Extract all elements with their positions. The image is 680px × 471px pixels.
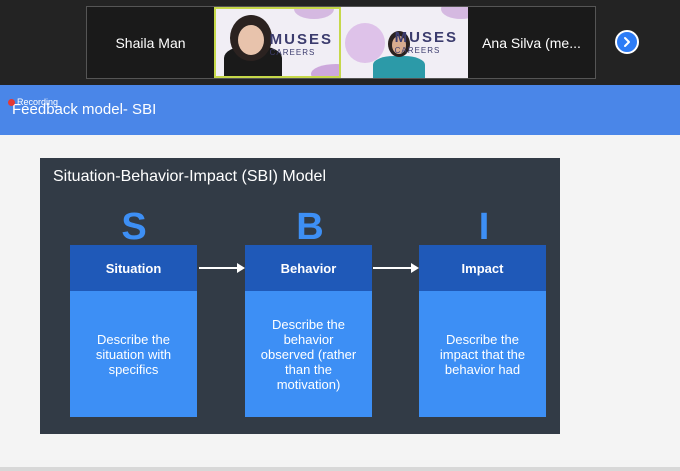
participant-video-tile[interactable]: MUSES CAREERS bbox=[214, 7, 341, 78]
chevron-right-icon bbox=[624, 37, 630, 47]
participant-strip: Shaila Man MUSES CAREERS MUSES CAREERS bbox=[0, 0, 680, 85]
shared-slide: Feedback model- SBI Recording Situation-… bbox=[0, 85, 680, 471]
arrow-right-icon bbox=[199, 263, 245, 273]
recording-dot-icon bbox=[8, 98, 15, 106]
column-description: Describe the behavior observed (rather t… bbox=[245, 291, 372, 417]
slide-header: Feedback model- SBI Recording bbox=[0, 85, 680, 135]
participant-name: Shaila Man bbox=[115, 34, 186, 51]
next-participants-button[interactable] bbox=[615, 30, 639, 54]
letter-b: B bbox=[296, 206, 324, 248]
background-shape bbox=[345, 23, 385, 63]
behavior-column: Behavior Describe the behavior observed … bbox=[245, 245, 372, 417]
background-shape bbox=[294, 9, 334, 19]
background-shape bbox=[311, 64, 339, 76]
background-shape bbox=[441, 7, 468, 19]
participant-tiles: Shaila Man MUSES CAREERS MUSES CAREERS bbox=[86, 6, 596, 79]
participant-body bbox=[373, 56, 425, 78]
participant-tile-shaila[interactable]: Shaila Man bbox=[87, 7, 214, 78]
sbi-model-panel: Situation-Behavior-Impact (SBI) Model S … bbox=[40, 158, 560, 434]
participant-name: Ana Silva (me... bbox=[482, 34, 581, 51]
participant-face bbox=[238, 25, 264, 55]
impact-column: Impact Describe the impact that the beha… bbox=[419, 245, 546, 417]
recording-indicator: Recording bbox=[8, 97, 58, 107]
column-heading: Impact bbox=[419, 245, 546, 291]
column-description: Describe the impact that the behavior ha… bbox=[419, 291, 546, 417]
participant-tile-ana[interactable]: Ana Silva (me... bbox=[468, 7, 595, 78]
slide-bottom-bar bbox=[0, 467, 680, 471]
recording-label: Recording bbox=[17, 97, 59, 107]
slide-title: Feedback model- SBI bbox=[12, 101, 157, 118]
column-heading: Situation bbox=[70, 245, 197, 291]
brand-logo: MUSES CAREERS bbox=[269, 31, 333, 57]
column-description: Describe the situation with specifics bbox=[70, 291, 197, 417]
letter-i: I bbox=[478, 206, 490, 248]
arrow-right-icon bbox=[373, 263, 419, 273]
letter-s: S bbox=[121, 206, 147, 248]
participant-video-tile[interactable]: MUSES CAREERS bbox=[341, 7, 468, 78]
participant-face bbox=[392, 36, 406, 54]
model-title: Situation-Behavior-Impact (SBI) Model bbox=[53, 168, 326, 185]
situation-column: Situation Describe the situation with sp… bbox=[70, 245, 197, 417]
brand-logo: MUSES CAREERS bbox=[394, 29, 458, 55]
column-heading: Behavior bbox=[245, 245, 372, 291]
